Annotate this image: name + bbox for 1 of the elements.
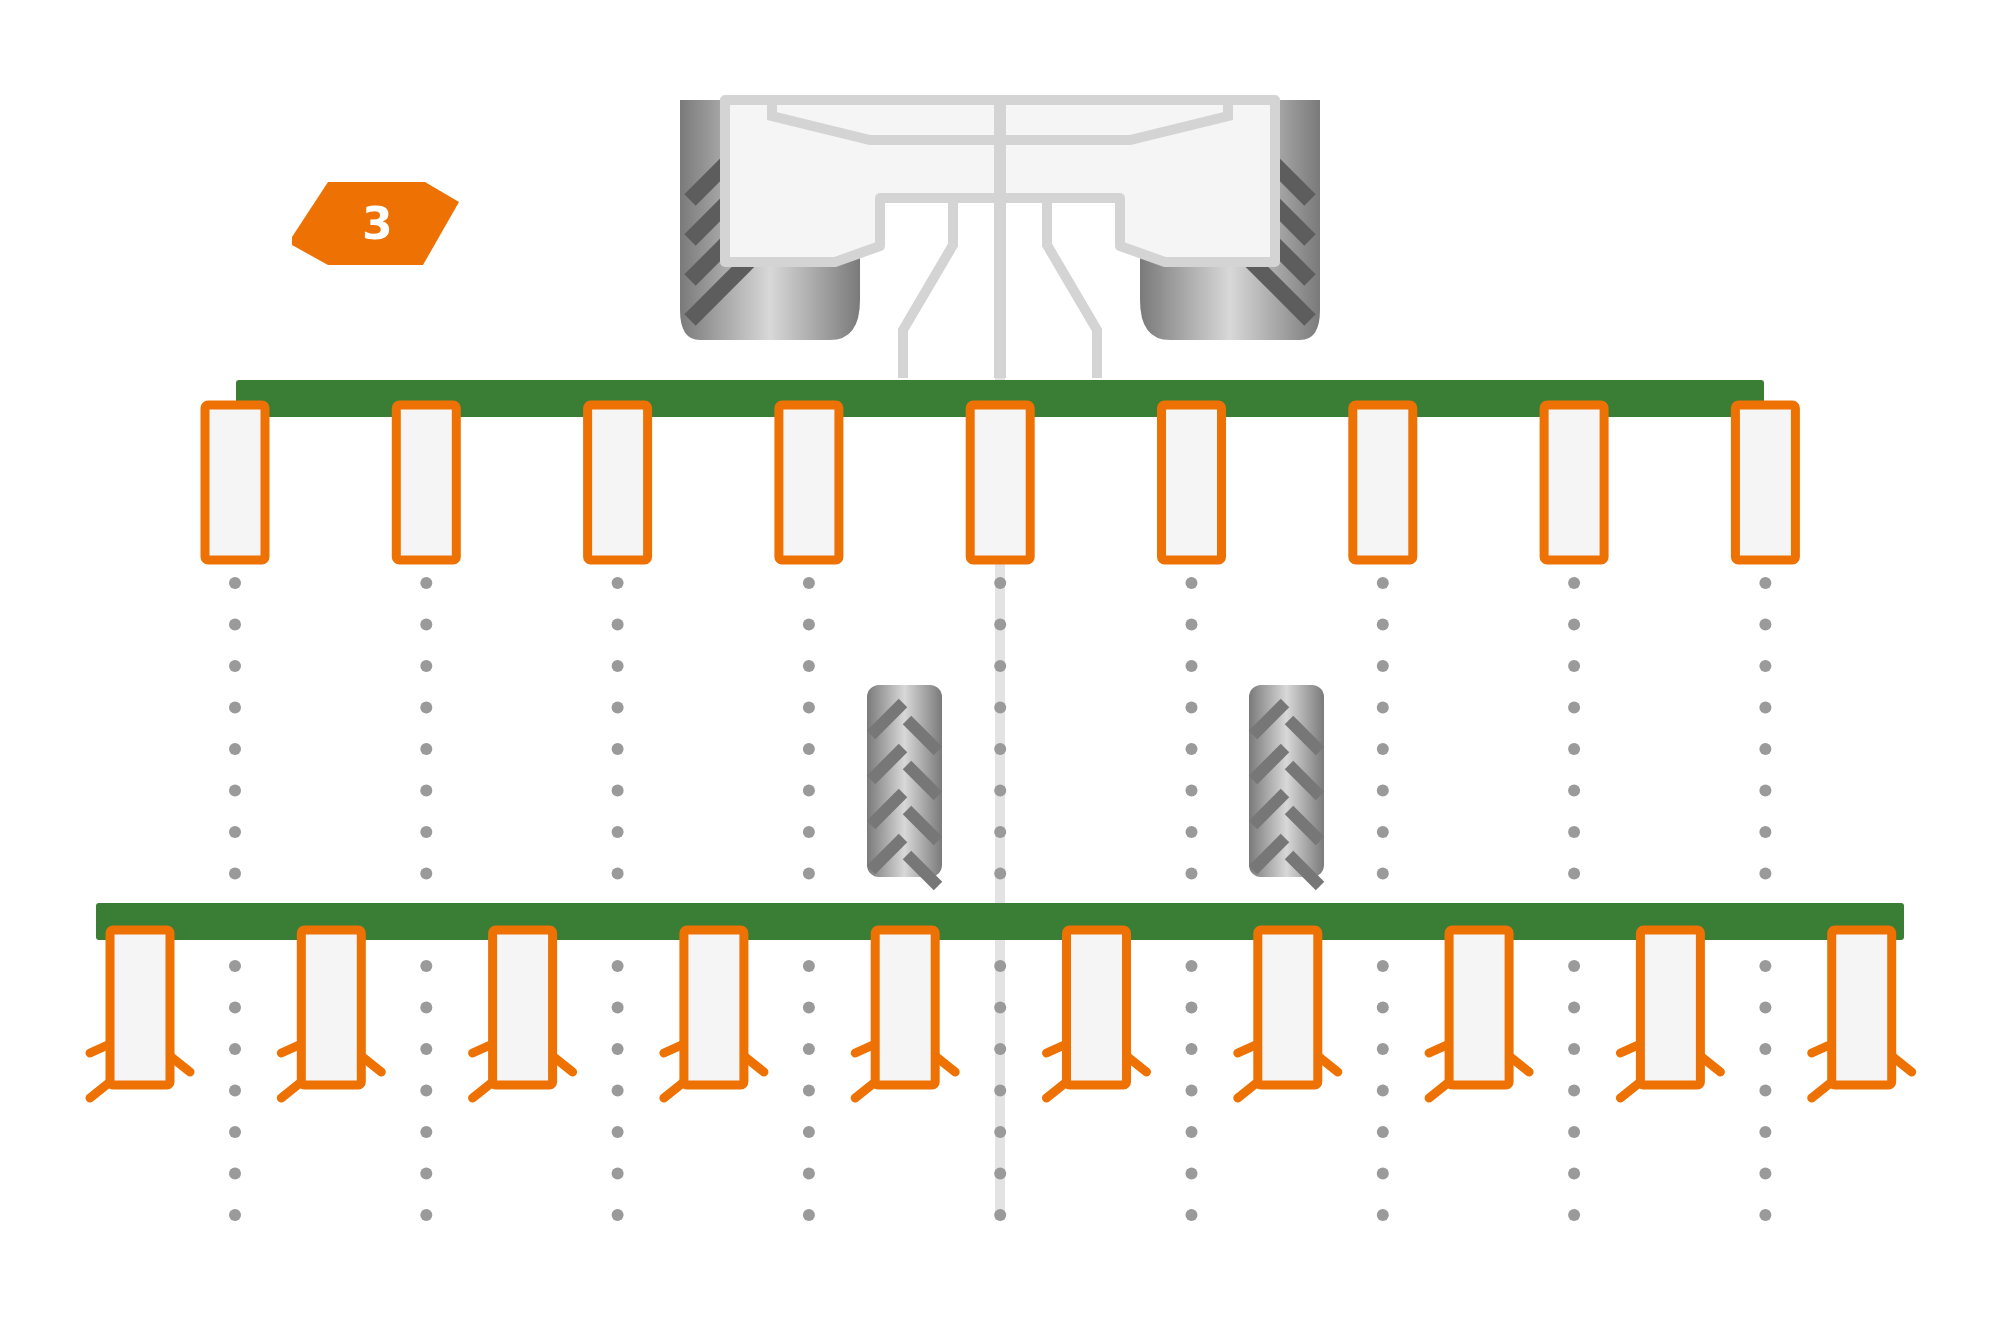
callout-number: 3 xyxy=(362,202,393,246)
